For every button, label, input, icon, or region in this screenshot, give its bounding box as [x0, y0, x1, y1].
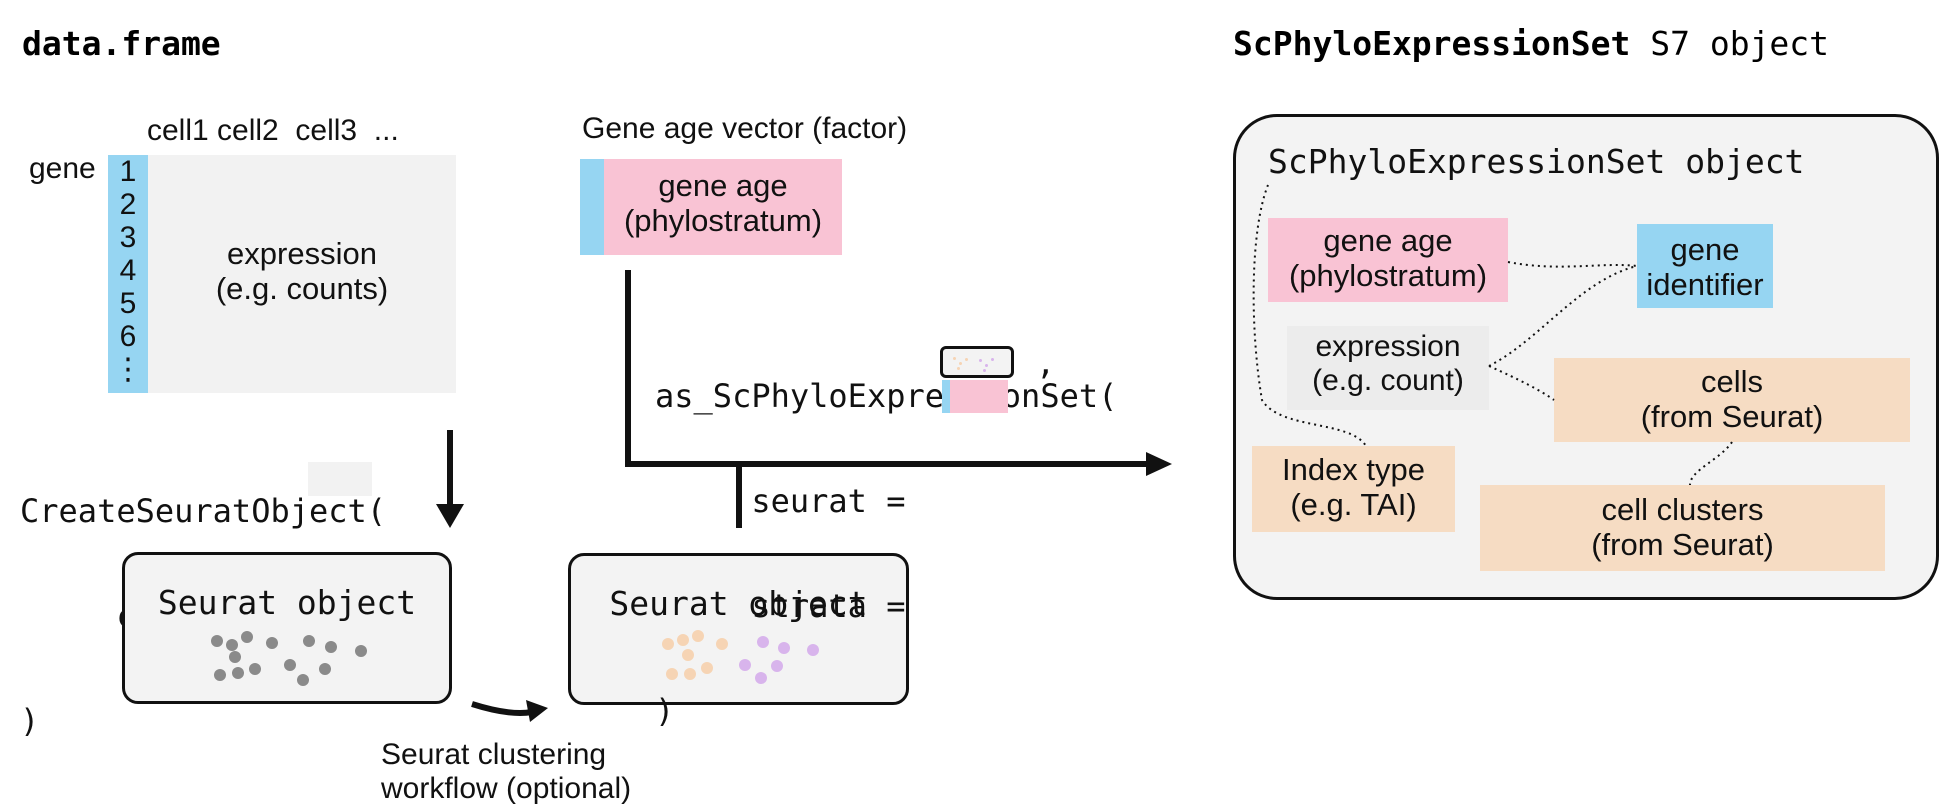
- arrow-clustering: [471, 701, 533, 716]
- row-number: 5: [119, 287, 137, 320]
- clustering-caption-line2: workflow (optional): [381, 772, 632, 805]
- slot-gene-age-line1: gene age: [1323, 223, 1453, 258]
- link-expression-cells: [1488, 365, 1555, 401]
- link-expression-id: [1488, 265, 1638, 367]
- slot-expression: expression (e.g. count): [1287, 326, 1489, 410]
- link-cells-clusters: [1689, 441, 1733, 486]
- row-header: gene: [29, 152, 96, 185]
- clustering-caption: Seurat clustering workflow (optional): [381, 738, 631, 806]
- seurat-object-box-clustered: Seurat object: [568, 553, 909, 705]
- code-line: CreateSeuratObject(: [20, 492, 387, 530]
- slot-gene-identifier: gene identifier: [1637, 224, 1773, 308]
- code-line: seurat =: [655, 482, 906, 520]
- gene-id-strip: [580, 159, 604, 255]
- gene-age-vector: [580, 159, 842, 255]
- slot-gene-age: gene age (phylostratum): [1268, 218, 1508, 302]
- s7-heading: ScPhyloExpressionSet S7 object: [1233, 24, 1829, 63]
- seurat-object-label: Seurat object: [609, 584, 868, 623]
- code-line: ): [655, 692, 675, 730]
- counts-matrix-glyph: [308, 462, 372, 496]
- arrow-head-right: [1146, 452, 1172, 476]
- slot-cell-clusters-line1: cell clusters: [1601, 492, 1764, 527]
- slot-index-type-line1: Index type: [1281, 452, 1426, 487]
- clustering-caption-line1: Seurat clustering: [381, 738, 607, 771]
- slot-cell-clusters: cell clusters (from Seurat): [1480, 485, 1885, 571]
- row-number: ⋮: [113, 353, 143, 386]
- row-number: 3: [119, 221, 137, 254]
- slot-expression-line2: (e.g. count): [1312, 364, 1464, 397]
- s7-heading-type: S7 object: [1630, 24, 1830, 63]
- row-number: 2: [119, 188, 137, 221]
- scphylo-object-title: ScPhyloExpressionSet object: [1268, 142, 1805, 181]
- slot-gene-identifier-line2: identifier: [1646, 267, 1764, 302]
- gene-age-label-line2: (phylostratum): [623, 203, 823, 238]
- slot-cell-clusters-line2: (from Seurat): [1591, 527, 1774, 562]
- gene-age-glyph: [942, 380, 1008, 413]
- link-gene-age-id: [1507, 261, 1638, 268]
- expression-label: expression (e.g. counts): [148, 236, 456, 306]
- column-headers: cell1 cell2 cell3 ...: [147, 114, 399, 147]
- dataframe-heading: data.frame: [22, 24, 221, 63]
- s7-heading-class: ScPhyloExpressionSet: [1233, 24, 1631, 63]
- slot-cells: cells (from Seurat): [1554, 358, 1910, 442]
- slot-gene-identifier-line1: gene: [1670, 232, 1740, 267]
- slot-cells-line2: (from Seurat): [1640, 399, 1824, 434]
- gene-id-glyph-strip: [942, 380, 950, 413]
- slot-expression-line1: expression: [1315, 330, 1461, 363]
- seurat-object-box-raw: Seurat object: [122, 552, 452, 704]
- code-comma: ,: [1036, 344, 1056, 382]
- slot-index-type: Index type (e.g. TAI): [1252, 446, 1455, 532]
- gene-age-vector-title: Gene age vector (factor): [582, 112, 908, 145]
- row-number: 6: [119, 320, 137, 353]
- slot-index-type-line2: (e.g. TAI): [1290, 487, 1417, 522]
- arrow-gene-age-to-s7: [625, 270, 1150, 467]
- gene-age-label: gene age (phylostratum): [604, 168, 842, 238]
- gene-age-label-line1: gene age: [658, 168, 788, 203]
- seurat-object-glyph: [940, 346, 1014, 378]
- seurat-object-label: Seurat object: [157, 583, 417, 622]
- link-title-index: [1252, 184, 1367, 447]
- arrow-head-down: [436, 504, 464, 528]
- code-line: ): [20, 702, 40, 740]
- code-line: as_ScPhyloExpressionSet(: [655, 377, 1118, 415]
- cell-dots-grey: [125, 555, 449, 701]
- row-number: 1: [119, 155, 137, 188]
- as-scphylo-code: as_ScPhyloExpressionSet( seurat = strata…: [655, 309, 1117, 764]
- row-number: 4: [119, 254, 137, 287]
- expression-matrix: [108, 155, 456, 393]
- cell-dots-clustered: [571, 556, 906, 702]
- code-line: strata =: [655, 587, 906, 625]
- expression-label-line2: (e.g. counts): [215, 271, 389, 306]
- slot-gene-age-line2: (phylostratum): [1288, 258, 1488, 293]
- expression-label-line1: expression: [227, 236, 377, 271]
- gene-id-column: 1 2 3 4 5 6 ⋮: [108, 155, 148, 393]
- arrow-head-clustering: [526, 700, 548, 722]
- slot-cells-line1: cells: [1700, 364, 1763, 399]
